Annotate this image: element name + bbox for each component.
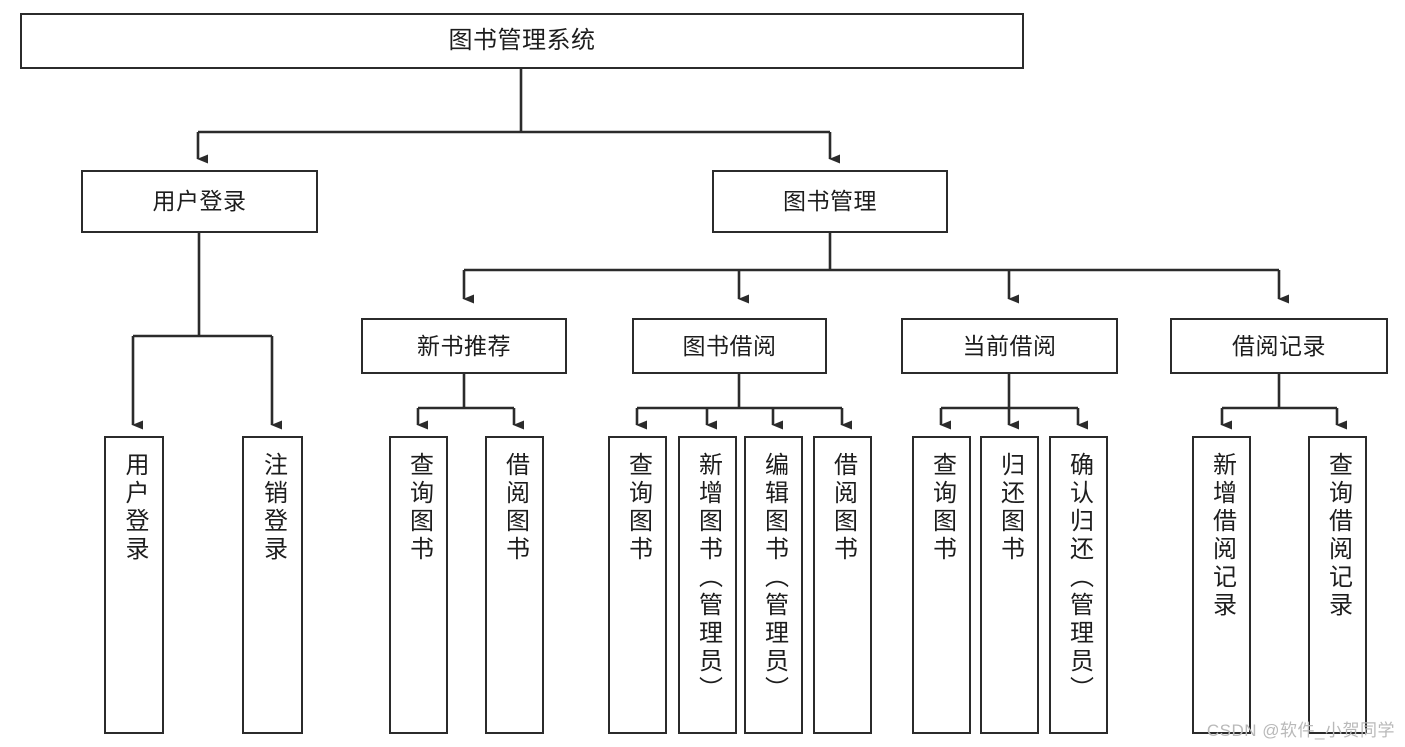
node-new-book-rec-label: 新书推荐 <box>417 332 511 359</box>
node-new-book-rec[interactable]: 新书推荐 <box>361 318 567 374</box>
node-borrow-record[interactable]: 借阅记录 <box>1170 318 1388 374</box>
node-book-borrow[interactable]: 图书借阅 <box>632 318 827 374</box>
node-leaf-add-record[interactable]: 新增借阅记录 <box>1192 436 1251 734</box>
node-borrow-record-label: 借阅记录 <box>1232 332 1326 359</box>
node-leaf-borrow-book-a[interactable]: 借阅图书 <box>485 436 544 734</box>
node-leaf-query-book-a[interactable]: 查询图书 <box>389 436 448 734</box>
node-book-manage[interactable]: 图书管理 <box>712 170 948 233</box>
node-leaf-add-record-label: 新增借阅记录 <box>1208 452 1236 620</box>
node-leaf-return-book-label: 归还图书 <box>996 452 1024 564</box>
node-current-borrow[interactable]: 当前借阅 <box>901 318 1118 374</box>
node-leaf-query-book-a-label: 查询图书 <box>405 452 433 564</box>
node-root[interactable]: 图书管理系统 <box>20 13 1024 69</box>
node-user-login[interactable]: 用户登录 <box>81 170 318 233</box>
node-leaf-query-book-b-label: 查询图书 <box>624 452 652 564</box>
node-leaf-query-book-b[interactable]: 查询图书 <box>608 436 667 734</box>
node-leaf-add-book-label: 新增图书（管理员） <box>694 452 722 704</box>
node-current-borrow-label: 当前借阅 <box>962 332 1057 359</box>
node-book-borrow-label: 图书借阅 <box>682 332 777 359</box>
node-leaf-edit-book[interactable]: 编辑图书（管理员） <box>744 436 803 734</box>
node-leaf-borrow-book-b-label: 借阅图书 <box>829 452 857 564</box>
node-leaf-confirm-return[interactable]: 确认归还（管理员） <box>1049 436 1108 734</box>
node-leaf-edit-book-label: 编辑图书（管理员） <box>760 452 788 704</box>
node-book-manage-label: 图书管理 <box>783 188 877 215</box>
node-leaf-confirm-return-label: 确认归还（管理员） <box>1065 452 1093 704</box>
node-leaf-user-login-label: 用户登录 <box>121 452 148 564</box>
node-root-label: 图书管理系统 <box>448 27 596 55</box>
node-leaf-query-book-c[interactable]: 查询图书 <box>912 436 971 734</box>
node-leaf-query-record-label: 查询借阅记录 <box>1324 452 1352 620</box>
node-leaf-logout-label: 注销登录 <box>259 452 287 564</box>
node-leaf-query-book-c-label: 查询图书 <box>928 452 956 564</box>
node-leaf-query-record[interactable]: 查询借阅记录 <box>1308 436 1367 734</box>
node-user-login-label: 用户登录 <box>152 188 247 215</box>
node-leaf-add-book[interactable]: 新增图书（管理员） <box>678 436 737 734</box>
node-leaf-return-book[interactable]: 归还图书 <box>980 436 1039 734</box>
node-leaf-borrow-book-a-label: 借阅图书 <box>501 452 529 564</box>
node-leaf-logout[interactable]: 注销登录 <box>242 436 303 734</box>
node-leaf-user-login[interactable]: 用户登录 <box>104 436 164 734</box>
watermark-text: CSDN @软件_小贺同学 <box>1206 721 1395 740</box>
node-leaf-borrow-book-b[interactable]: 借阅图书 <box>813 436 872 734</box>
